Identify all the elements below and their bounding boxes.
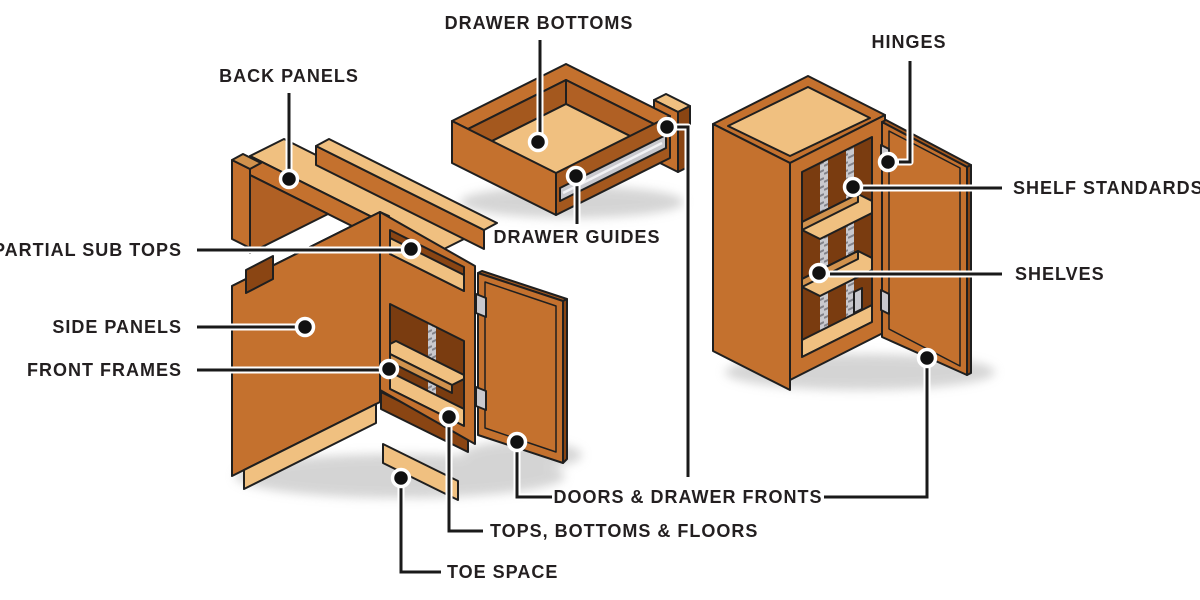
base-cabinet-door bbox=[475, 270, 568, 464]
anchor-dot-side-panels bbox=[294, 316, 316, 338]
anchor-dot-base-door bbox=[506, 431, 528, 453]
base-interior bbox=[390, 304, 464, 426]
leader-lines bbox=[197, 40, 1002, 574]
leader-line-tops-bottoms-floors bbox=[447, 426, 483, 533]
rear-rail-top bbox=[315, 138, 498, 231]
base-cabinet-body bbox=[231, 211, 476, 501]
wall-top-panel bbox=[727, 86, 871, 157]
hinge-plate bbox=[880, 289, 890, 315]
door-inner-line bbox=[888, 130, 961, 367]
hinge-plate bbox=[475, 293, 487, 318]
side-panel-notch bbox=[245, 255, 274, 294]
label-shelf-standards: SHELF STANDARDS bbox=[1013, 178, 1200, 198]
label-toe-space: TOE SPACE bbox=[447, 562, 559, 582]
hinge-plate bbox=[853, 287, 863, 314]
back-left-rail-top bbox=[231, 153, 262, 170]
label-front-frames: FRONT FRAMES bbox=[27, 360, 182, 380]
label-tops-bottoms-floors: TOPS, BOTTOMS & FLOORS bbox=[490, 521, 759, 541]
door-inner-line bbox=[484, 281, 557, 453]
leader-line-doors-right bbox=[824, 368, 929, 499]
toe-kick-board bbox=[243, 403, 377, 490]
drawer-illustration bbox=[451, 63, 691, 216]
leader-line-hinges bbox=[899, 61, 912, 164]
anchor-dot-back-panels bbox=[278, 168, 300, 190]
back-left-rail bbox=[231, 159, 251, 249]
anchor-dot-front-frames bbox=[378, 358, 400, 380]
hinge-plate bbox=[475, 386, 487, 411]
label-back-panels: BACK PANELS bbox=[219, 66, 359, 86]
anchor-dot-drawer-guides bbox=[565, 165, 587, 187]
label-drawer-bottoms: DRAWER BOTTOMS bbox=[444, 13, 634, 33]
anchor-dot-shelves bbox=[808, 262, 830, 284]
base-cabinet-illustration bbox=[231, 138, 568, 501]
label-hinges: HINGES bbox=[871, 32, 947, 52]
leader-line-doors-left bbox=[515, 451, 552, 499]
wall-opening-outline bbox=[801, 136, 873, 358]
toe-kick-front bbox=[382, 443, 459, 501]
anchor-dot-shelf-standards bbox=[842, 176, 864, 198]
label-drawer-guides: DRAWER GUIDES bbox=[493, 227, 661, 247]
label-side-panels: SIDE PANELS bbox=[52, 317, 182, 337]
wall-floor bbox=[802, 304, 872, 357]
leader-line-doors-middle bbox=[676, 125, 690, 477]
label-shelves: SHELVES bbox=[1015, 264, 1105, 284]
anchor-dot-drawer-front bbox=[656, 116, 678, 138]
wall-side-panel bbox=[712, 123, 791, 391]
wall-cabinet-illustration bbox=[712, 75, 972, 391]
label-partial-sub-tops: PARTIAL SUB TOPS bbox=[0, 240, 182, 260]
anchor-dot-wall-door bbox=[916, 347, 938, 369]
door-face bbox=[477, 272, 564, 464]
anchor-dot-partial-sub-tops bbox=[400, 238, 422, 260]
anchor-dot-drawer-bottoms bbox=[527, 131, 549, 153]
leader-line-toe-space bbox=[399, 487, 441, 574]
anchor-dot-toe-space bbox=[390, 467, 412, 489]
anchor-dot-tops-bottoms-floors bbox=[438, 406, 460, 428]
anchor-dots bbox=[278, 116, 938, 489]
label-doors-drawer-fronts: DOORS & DRAWER FRONTS bbox=[553, 487, 823, 507]
anchor-dot-hinges bbox=[877, 151, 899, 173]
